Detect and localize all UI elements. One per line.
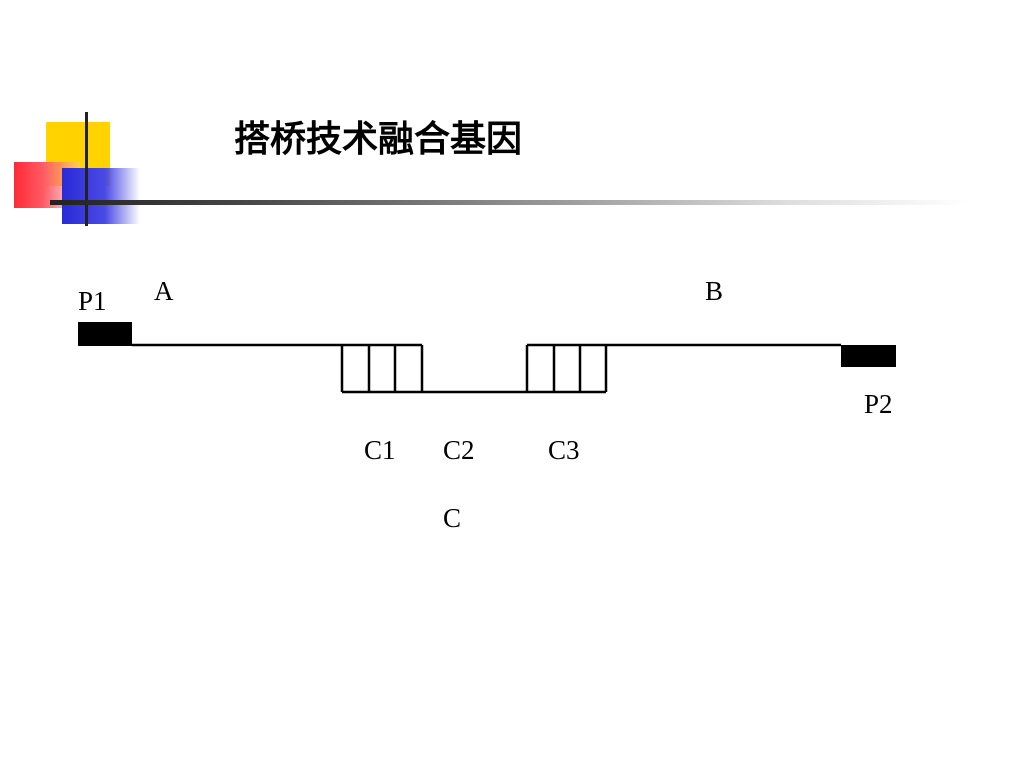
label-b: B <box>705 276 723 306</box>
label-p1: P1 <box>78 286 107 316</box>
decor-vertical-line <box>85 112 88 226</box>
label-c2: C2 <box>443 435 475 465</box>
c1-segment-dividers <box>367 345 397 392</box>
title-underline <box>50 200 970 205</box>
label-c: C <box>443 503 461 533</box>
decor-blue-square <box>62 168 140 224</box>
primer-p2-block <box>841 345 896 367</box>
label-c3: C3 <box>548 435 580 465</box>
label-a: A <box>154 276 174 306</box>
label-p2: P2 <box>864 389 893 419</box>
label-c1: C1 <box>364 435 396 465</box>
slide-title: 搭桥技术融合基因 <box>234 119 523 160</box>
dna-strand <box>132 343 841 394</box>
primer-p1-block <box>78 322 132 346</box>
c3-segment-dividers <box>552 345 582 392</box>
